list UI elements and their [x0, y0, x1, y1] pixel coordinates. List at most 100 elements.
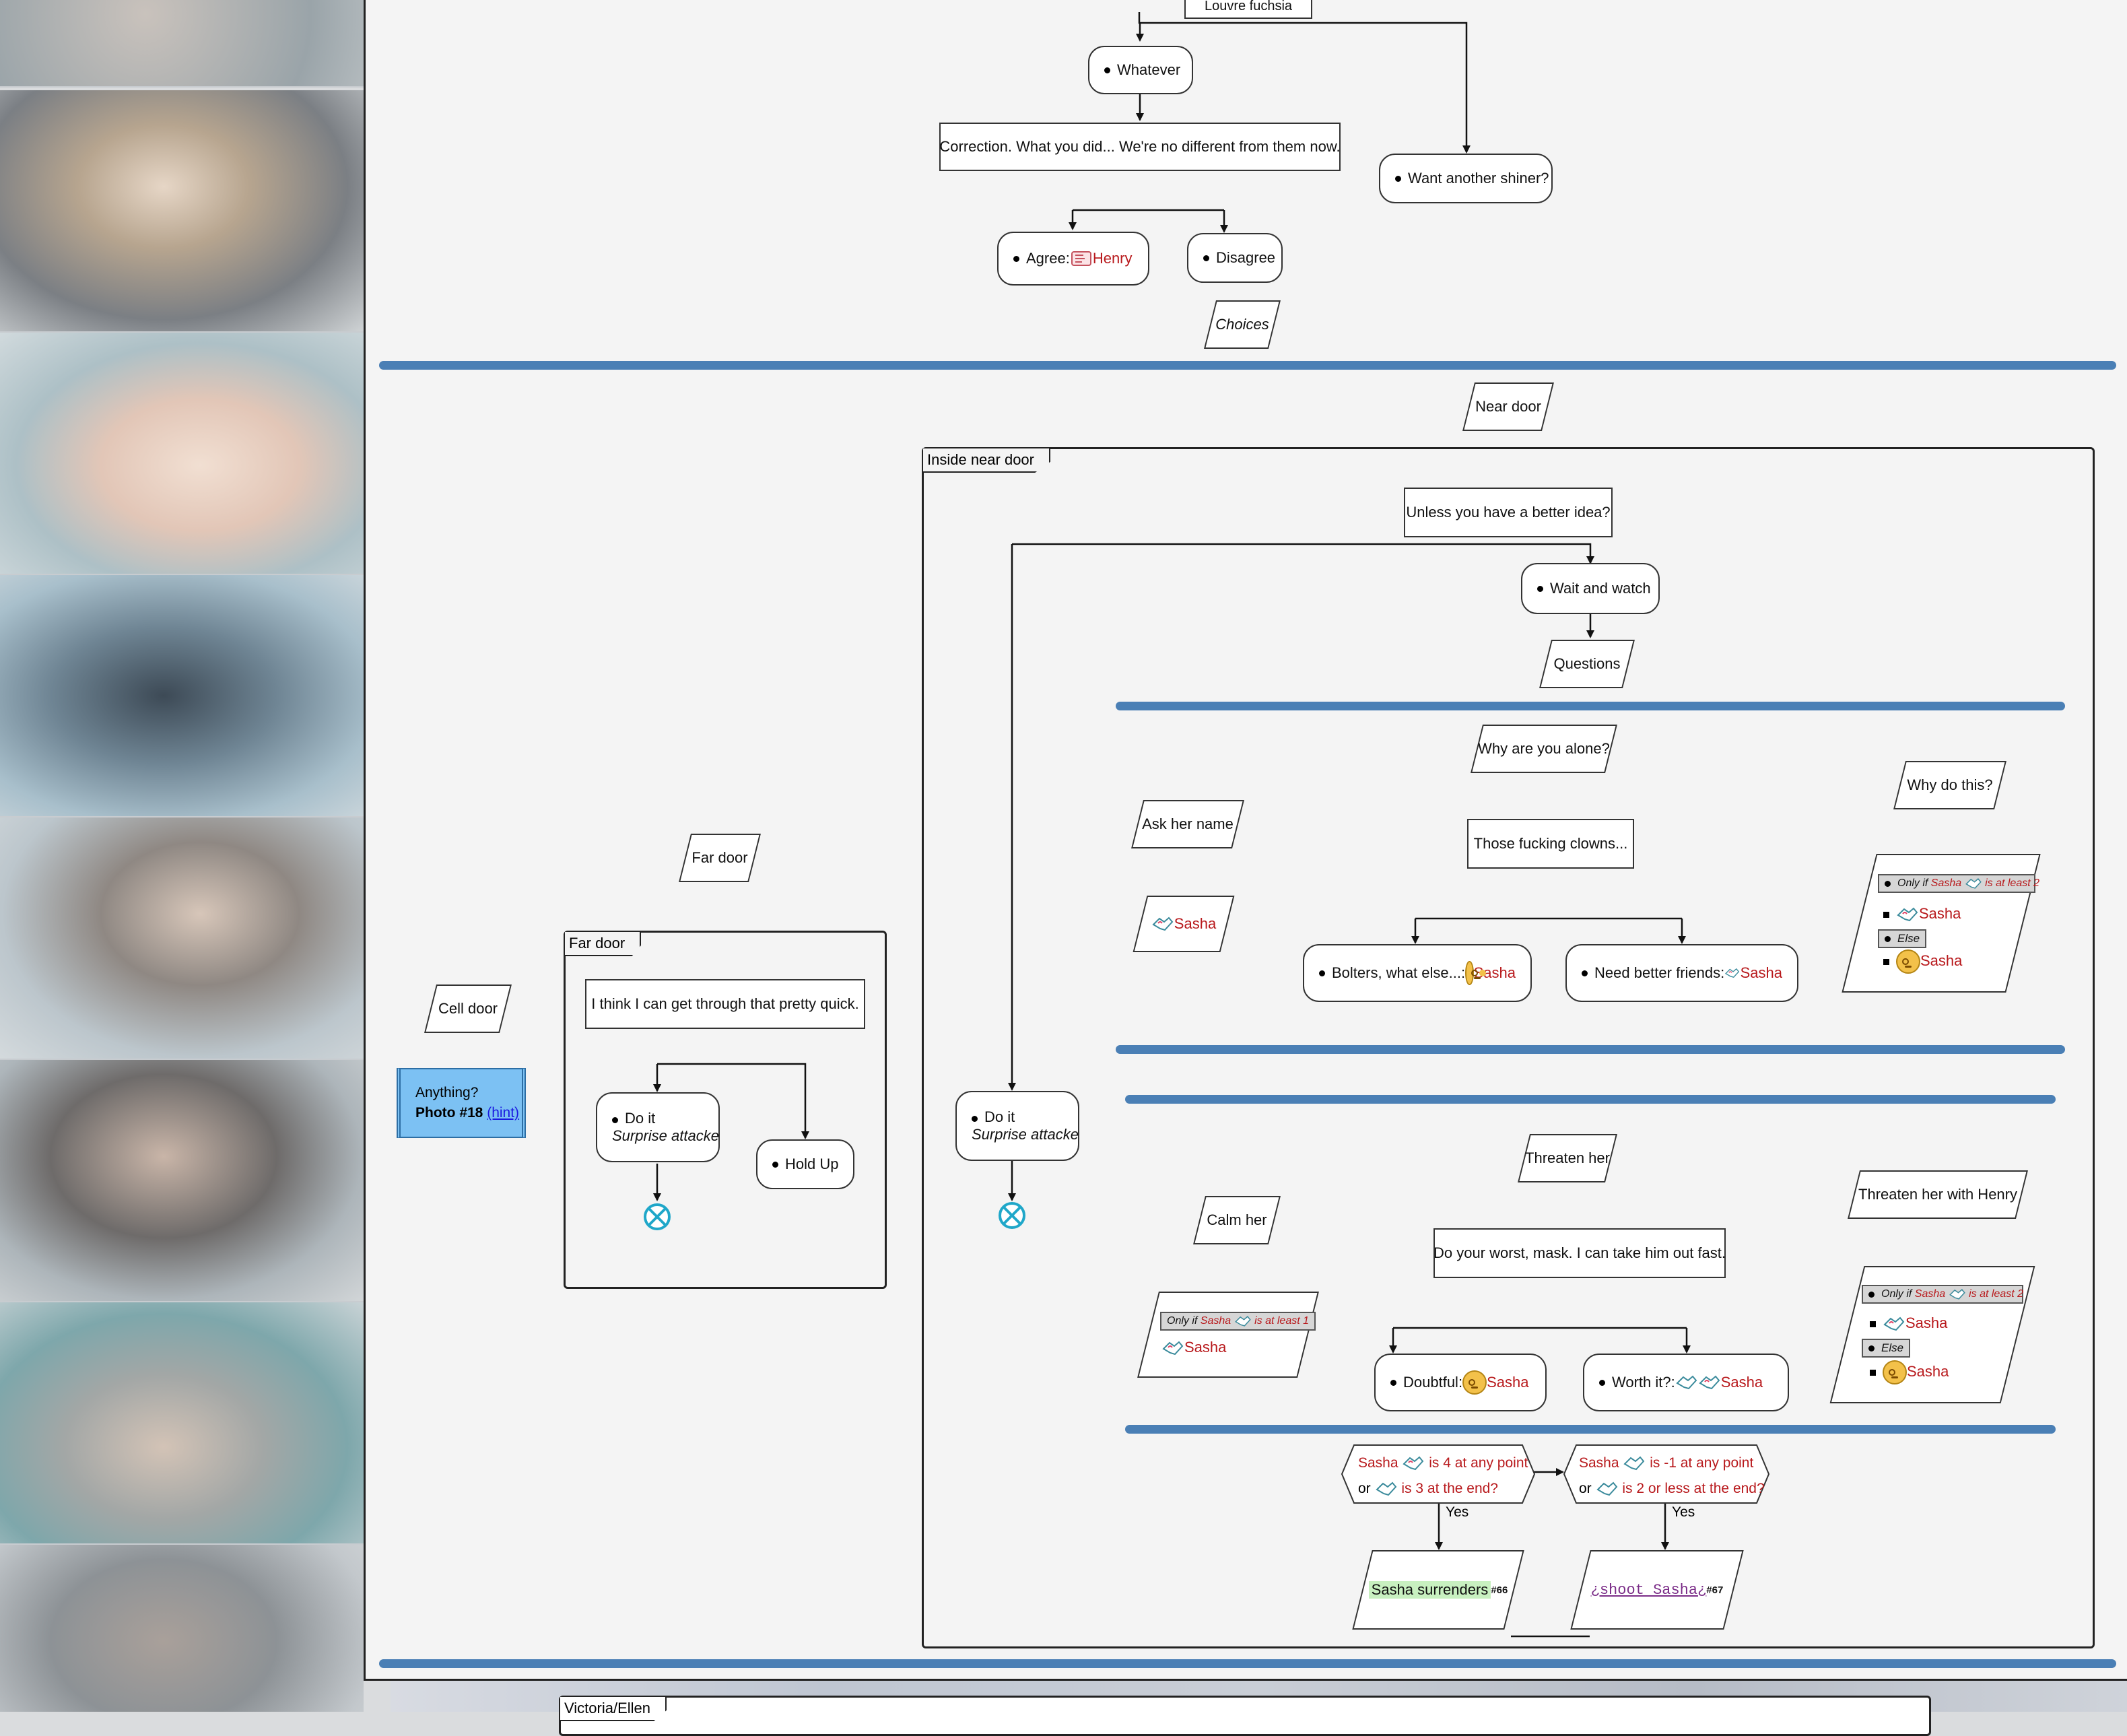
- photo-label: Photo #18: [415, 1105, 483, 1121]
- bullet-icon: [1395, 175, 1401, 182]
- condition-else: Else: [1862, 1339, 1911, 1358]
- note-question: Anything?: [415, 1085, 479, 1100]
- ending-link[interactable]: ¿shoot Sasha¿: [1590, 1581, 1707, 1599]
- choice-whatever[interactable]: Whatever: [1088, 46, 1193, 94]
- bullet-icon: [1203, 255, 1209, 261]
- yes-label: Yes: [1446, 1504, 1469, 1520]
- label-ask-name: Ask her name: [1131, 800, 1244, 848]
- label-near-door: Near door: [1462, 382, 1554, 431]
- thumbnail[interactable]: [0, 333, 364, 575]
- photo-note: Anything? Photo #18 (hint): [397, 1068, 526, 1138]
- heart-hands-icon: [1152, 916, 1174, 931]
- label-choices: Choices: [1204, 300, 1281, 349]
- result-calm: Only if Sasha is at least 1 Sasha: [1137, 1292, 1319, 1378]
- result-line: Sasha: [1883, 949, 1962, 974]
- yes-label: Yes: [1672, 1504, 1695, 1520]
- frame-label: Far door: [565, 932, 642, 956]
- heart-hands-icon: [1162, 1341, 1184, 1356]
- choice-label: Worth it?:: [1612, 1374, 1675, 1391]
- character-name: Henry: [1092, 250, 1133, 267]
- section-divider: [379, 1659, 2116, 1668]
- character-name: Sasha: [1473, 964, 1516, 981]
- fork-bar: [1125, 1095, 2056, 1104]
- cut-node: Louvre fuchsia: [1184, 0, 1312, 19]
- bullet-icon: [1013, 255, 1019, 262]
- choice-worth-it[interactable]: Worth it?:Sasha: [1583, 1354, 1789, 1411]
- fork-bar: [1116, 702, 2065, 710]
- section-divider: [379, 361, 2116, 370]
- choice-want-shiner[interactable]: Want another shiner?: [1379, 154, 1553, 203]
- choice-wait-watch[interactable]: Wait and watch: [1521, 563, 1660, 614]
- dialogue-clowns: Those fucking clowns...: [1467, 819, 1634, 869]
- thumbnail[interactable]: [0, 90, 364, 333]
- condition-1-text: Sasha is 4 at any point or is 3 at the e…: [1358, 1450, 1528, 1502]
- choice-label: Whatever: [1117, 61, 1181, 78]
- choice-label: Need better friends:: [1594, 964, 1725, 981]
- bullet-icon: [1582, 970, 1588, 976]
- heart-hands-icon: [1883, 1316, 1905, 1331]
- thumbnail[interactable]: [0, 575, 364, 817]
- label-calm: Calm her: [1193, 1196, 1281, 1244]
- diagram-panel: Louvre fuchsia Whatever Correction. What…: [364, 0, 2127, 1681]
- result-line: Sasha: [1870, 1314, 1947, 1333]
- result-line: Sasha: [1161, 1339, 1226, 1357]
- heart-hands-icon: [1375, 1482, 1396, 1496]
- dialogue-think: I think I can get through that pretty qu…: [585, 979, 865, 1029]
- ending-number: #66: [1491, 1584, 1508, 1596]
- thumbnail[interactable]: [0, 0, 364, 88]
- choice-sublabel: Surprise attacke: [972, 1126, 1079, 1143]
- label-threaten-henry: Threaten her with Henry: [1848, 1170, 2028, 1219]
- choice-bolters[interactable]: Bolters, what else...:Sasha: [1303, 944, 1532, 1002]
- choice-disagree[interactable]: Disagree: [1187, 233, 1283, 283]
- choice-agree[interactable]: Agree: Henry: [997, 232, 1149, 286]
- choice-label: Do it: [984, 1108, 1015, 1125]
- neutral-face-icon: [1462, 1370, 1487, 1395]
- neutral-face-icon: [1465, 961, 1481, 985]
- result-line: Sasha: [1883, 905, 1961, 923]
- bullet-icon: [1319, 970, 1325, 976]
- label-far-door: Far door: [679, 834, 761, 882]
- heart-hands-icon: [1403, 1457, 1424, 1471]
- heart-hands-icon: [1949, 1289, 1965, 1300]
- frame-inside-near-door: Inside near door: [922, 447, 2095, 1648]
- heart-hands-icon: [1234, 1316, 1251, 1327]
- condition-2-text: Sasha is -1 at any point or is 2 or less…: [1579, 1450, 1765, 1502]
- choice-label: Disagree: [1216, 249, 1276, 266]
- choice-label: Want another shiner?: [1408, 170, 1549, 187]
- dialogue-do-your-worst: Do your worst, mask. I can take him out …: [1433, 1228, 1726, 1278]
- ending-shoot: ¿shoot Sasha¿#67: [1570, 1550, 1744, 1630]
- heart-hands-icon: [1596, 1482, 1617, 1496]
- label-questions: Questions: [1539, 640, 1635, 688]
- heart-hands-icon: [1623, 1457, 1645, 1471]
- choice-label: Hold Up: [785, 1156, 839, 1172]
- character-name: Sasha: [1487, 1374, 1529, 1391]
- choice-label: Agree:: [1026, 250, 1070, 267]
- label-threaten: Threaten her: [1518, 1134, 1617, 1182]
- frame-victoria-ellen: Victoria/Ellen: [559, 1696, 1931, 1736]
- join-bar: [1125, 1425, 2056, 1434]
- thumbnail[interactable]: [0, 1545, 364, 1712]
- thumbnail[interactable]: [0, 1060, 364, 1302]
- choice-need-friends[interactable]: Need better friends: Sasha: [1565, 944, 1798, 1002]
- bullet-icon: [972, 1116, 978, 1122]
- bullet-icon: [1537, 585, 1543, 592]
- heart-hands-icon: [1676, 1375, 1697, 1390]
- choice-label: Doubtful:: [1403, 1374, 1463, 1391]
- heart-hands-icon: [1699, 1375, 1720, 1390]
- label-cell-door: Cell door: [424, 984, 512, 1033]
- choice-hold-up[interactable]: Hold Up: [756, 1139, 854, 1189]
- character-name: Sasha: [1740, 964, 1782, 981]
- frame-label: Inside near door: [923, 448, 1050, 473]
- ending-label: Sasha surrenders: [1368, 1581, 1491, 1599]
- result-ask-name: Sasha: [1133, 896, 1235, 952]
- hint-link[interactable]: (hint): [487, 1105, 520, 1121]
- bullet-icon: [1599, 1379, 1605, 1386]
- thumbnail[interactable]: [0, 817, 364, 1060]
- heart-hands-icon: [1965, 878, 1982, 889]
- choice-doubtful[interactable]: Doubtful: Sasha: [1374, 1354, 1547, 1411]
- bullet-icon: [1104, 67, 1110, 73]
- thumbnail[interactable]: [0, 1302, 364, 1545]
- choice-label: Do it: [625, 1110, 656, 1127]
